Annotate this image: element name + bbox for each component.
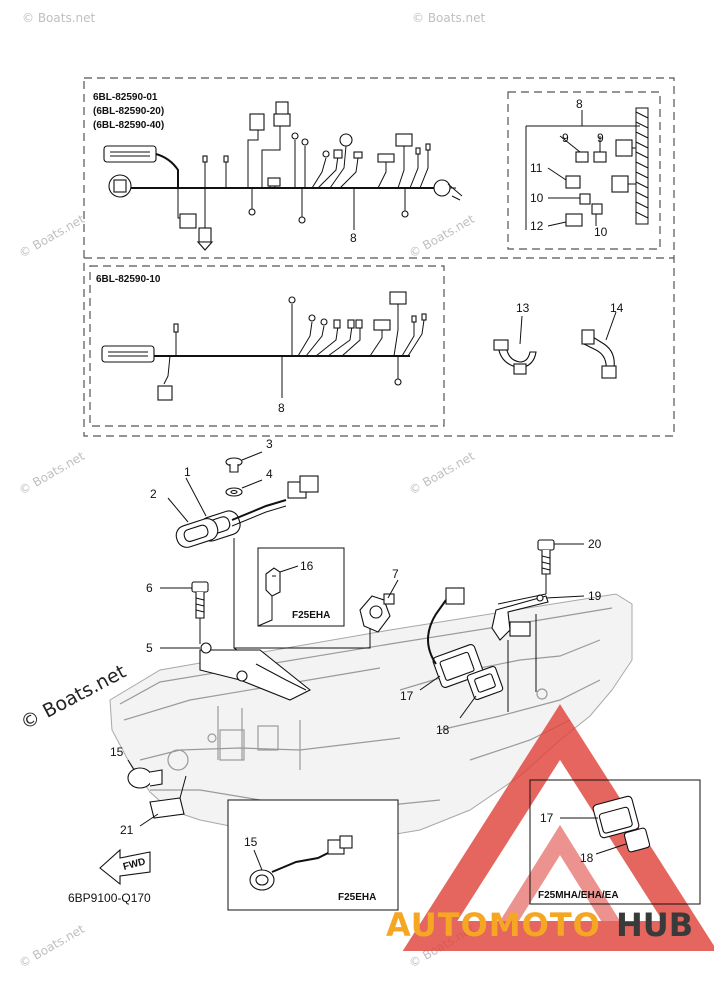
bolt-part-6 [191, 581, 209, 619]
cover-part-2 [175, 518, 219, 548]
callout-8-bottom: 8 [278, 401, 285, 415]
callout-20: 20 [588, 537, 602, 551]
engine-housing [109, 593, 633, 841]
callout-7: 7 [392, 567, 399, 581]
callout-9b: 9 [597, 131, 604, 145]
bracket-part-5 [199, 642, 312, 701]
callout-18-detail: 18 [580, 851, 594, 865]
callout-14: 14 [610, 301, 624, 315]
callout-9a: 9 [562, 131, 569, 145]
callout-8: 8 [350, 231, 357, 245]
bolt-part-20 [537, 539, 555, 575]
callout-17: 17 [400, 689, 414, 703]
callout-16: 16 [300, 559, 314, 573]
holder-part-18 [466, 665, 504, 701]
brand-suffix: HUB [616, 906, 693, 944]
callout-11: 11 [530, 161, 543, 175]
callout-12: 12 [530, 219, 544, 233]
harness-code-1: 6BL-82590-01 [93, 92, 158, 103]
diagram-code: 6BP9100-Q170 [68, 891, 151, 905]
callout-15-detail: 15 [244, 835, 258, 849]
harness-code-3: (6BL-82590-40) [93, 120, 164, 131]
harness-code-bottom: 6BL-82590-10 [96, 274, 161, 285]
clamp-13 [493, 315, 537, 375]
label-part-21 [149, 797, 185, 819]
coupler-10a [579, 193, 591, 205]
callout-4: 4 [266, 467, 273, 481]
coupler-9b [593, 151, 607, 163]
inset-f25eha-lower-label: F25EHA [338, 892, 376, 903]
clamp-14 [581, 311, 617, 379]
clip-part-16 [265, 567, 281, 597]
coupler-9a [575, 151, 589, 163]
callout-6: 6 [146, 581, 153, 595]
clamp-part-7 [359, 593, 395, 633]
coupler-10b [591, 203, 603, 215]
inset-f25eha-upper-label: F25EHA [292, 610, 330, 621]
callout-2: 2 [150, 487, 157, 501]
callout-10b: 10 [594, 225, 608, 239]
watermark-1: © Boats.net [22, 11, 96, 25]
harness-grommet [433, 179, 451, 197]
harness-bottom-frame [89, 265, 445, 427]
callout-21: 21 [120, 823, 134, 837]
washer-part-4 [225, 487, 243, 497]
relay-part-17-detail [592, 795, 651, 853]
callout-5: 5 [146, 641, 153, 655]
callout-1: 1 [184, 465, 191, 479]
callout-13: 13 [516, 301, 530, 315]
callout-3: 3 [266, 437, 273, 451]
coupler-12 [565, 213, 583, 227]
watermark-6: © Boats.net [407, 449, 478, 498]
callout-15: 15 [110, 745, 124, 759]
callout-17-detail: 17 [540, 811, 554, 825]
harness-bottom-plug [101, 345, 155, 363]
callout-8-detail: 8 [576, 97, 583, 111]
watermark-3: © Boats.net [17, 212, 88, 261]
fwd-arrow-icon: FWD [99, 848, 151, 886]
callout-10a: 10 [530, 191, 544, 205]
harness-sensor-plug-1 [249, 113, 265, 131]
harness-main-plug [103, 145, 157, 163]
screw-part-3 [225, 457, 243, 473]
connector-detail-frame [507, 91, 661, 250]
coupler-11 [565, 175, 581, 189]
harness-code-2: (6BL-82590-20) [93, 106, 164, 117]
plug-part-15-detail [249, 835, 353, 891]
callout-19: 19 [588, 589, 602, 603]
harness-frame [83, 77, 675, 437]
callout-18: 18 [436, 723, 450, 737]
wire-harness-top [103, 101, 463, 251]
brand-prefix: AUTOMOTO [386, 906, 601, 944]
bracket-part-19 [491, 593, 549, 641]
watermark-4: © Boats.net [407, 212, 478, 261]
plug-part-15 [127, 767, 163, 789]
connector-detail [525, 107, 649, 230]
watermark-8: © Boats.net [17, 922, 88, 971]
watermark-5: © Boats.net [17, 449, 88, 498]
inset-f25mha-label: F25MHA/EHA/EA [538, 890, 619, 901]
inset-f25mha [529, 779, 701, 905]
watermark-2: © Boats.net [412, 11, 486, 25]
wire-harness-bottom [101, 291, 427, 401]
